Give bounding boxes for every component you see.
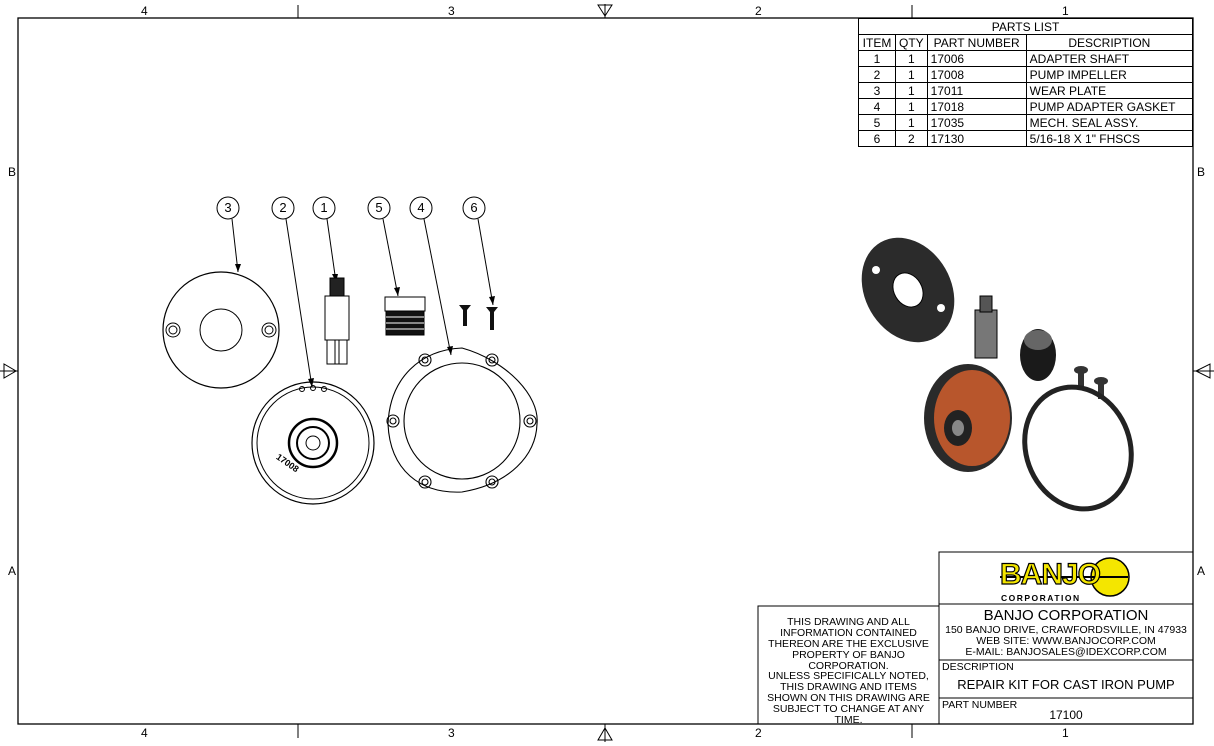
center-mark-left xyxy=(3,363,17,379)
cell-qty: 1 xyxy=(895,50,928,67)
center-mark-bottom xyxy=(597,724,613,742)
cell-part: 17008 xyxy=(926,66,1027,83)
company-address: 150 BANJO DRIVE, CRAWFORDSVILLE, IN 4793… xyxy=(945,624,1187,636)
company-website: WEB SITE: WWW.BANJOCORP.COM xyxy=(976,635,1156,647)
ownership-notice: THIS DRAWING AND ALL INFORMATION CONTAIN… xyxy=(768,616,929,672)
adapter-shaft-side-view xyxy=(324,277,350,365)
callout-3: 3 xyxy=(224,200,232,215)
banjo-logo-mark xyxy=(1000,557,1130,597)
part-number-label: PART NUMBER xyxy=(942,699,1018,711)
zone-top-1: 1 xyxy=(1062,4,1069,18)
parts-list-table: PARTS LIST ITEM QTY PART NUMBER DESCRIPT… xyxy=(858,18,1194,147)
mech-seal-side-view xyxy=(384,296,426,336)
cell-part: 17018 xyxy=(926,98,1027,115)
zone-right-b: B xyxy=(1197,165,1206,179)
center-mark-right xyxy=(1194,363,1211,379)
callout-6: 6 xyxy=(470,200,478,215)
cell-part: 17130 xyxy=(926,130,1027,147)
zone-left-a: A xyxy=(8,564,17,578)
zone-top-4: 4 xyxy=(141,4,148,18)
callout-1: 1 xyxy=(320,200,328,215)
isometric-assembly-view xyxy=(861,237,1134,512)
cell-item: 2 xyxy=(858,66,896,83)
cell-part: 17035 xyxy=(926,114,1027,131)
cell-item: 4 xyxy=(858,98,896,115)
logo-subtext: CORPORATION xyxy=(1001,593,1081,603)
zone-top-2: 2 xyxy=(755,4,762,18)
cell-item: 6 xyxy=(858,130,896,147)
drawing-part-number: 17100 xyxy=(1049,708,1083,722)
cell-item: 5 xyxy=(858,114,896,131)
cell-item: 1 xyxy=(858,50,896,67)
drawing-description: REPAIR KIT FOR CAST IRON PUMP xyxy=(957,677,1175,692)
cell-desc: MECH. SEAL ASSY. xyxy=(1025,114,1194,131)
cell-qty: 1 xyxy=(895,66,928,83)
wear-plate-front-view xyxy=(162,271,280,389)
center-mark-top xyxy=(597,4,613,18)
zone-bottom-2: 2 xyxy=(755,726,762,740)
change-notice: UNLESS SPECIFICALLY NOTED, THIS DRAWING … xyxy=(767,670,930,726)
description-label: DESCRIPTION xyxy=(942,661,1014,673)
screws-side-view xyxy=(459,305,498,330)
cell-qty: 1 xyxy=(895,98,928,115)
company-email: E-MAIL: BANJOSALES@IDEXCORP.COM xyxy=(965,646,1167,658)
cell-desc: ADAPTER SHAFT xyxy=(1025,50,1194,67)
cell-desc: 5/16-18 X 1" FHSCS xyxy=(1025,130,1194,147)
callout-5: 5 xyxy=(375,200,383,215)
zone-bottom-4: 4 xyxy=(141,726,148,740)
zone-bottom-3: 3 xyxy=(448,726,455,740)
zone-bottom-1: 1 xyxy=(1062,726,1069,740)
cell-qty: 1 xyxy=(895,82,928,99)
cell-desc: WEAR PLATE xyxy=(1025,82,1194,99)
banjo-logo: BANJO xyxy=(999,557,1101,591)
parts-list-title: PARTS LIST xyxy=(858,18,1193,35)
cell-desc: PUMP IMPELLER xyxy=(1025,66,1194,83)
cell-part: 17006 xyxy=(926,50,1027,67)
cell-part: 17011 xyxy=(926,82,1027,99)
zone-left-b: B xyxy=(8,165,17,179)
cell-qty: 2 xyxy=(895,130,928,147)
cell-desc: PUMP ADAPTER GASKET xyxy=(1025,98,1194,115)
company-name: BANJO CORPORATION xyxy=(983,607,1149,624)
gasket-front-view xyxy=(386,347,538,493)
zone-top-3: 3 xyxy=(448,4,455,18)
cell-item: 3 xyxy=(858,82,896,99)
col-item: ITEM xyxy=(858,34,896,51)
callout-4: 4 xyxy=(417,200,425,215)
col-part-number: PART NUMBER xyxy=(926,34,1027,51)
col-description: DESCRIPTION xyxy=(1025,34,1194,51)
col-qty: QTY xyxy=(895,34,928,51)
impeller-front-view xyxy=(251,381,375,505)
zone-right-a: A xyxy=(1197,564,1206,578)
callout-2: 2 xyxy=(279,200,287,215)
cell-qty: 1 xyxy=(895,114,928,131)
